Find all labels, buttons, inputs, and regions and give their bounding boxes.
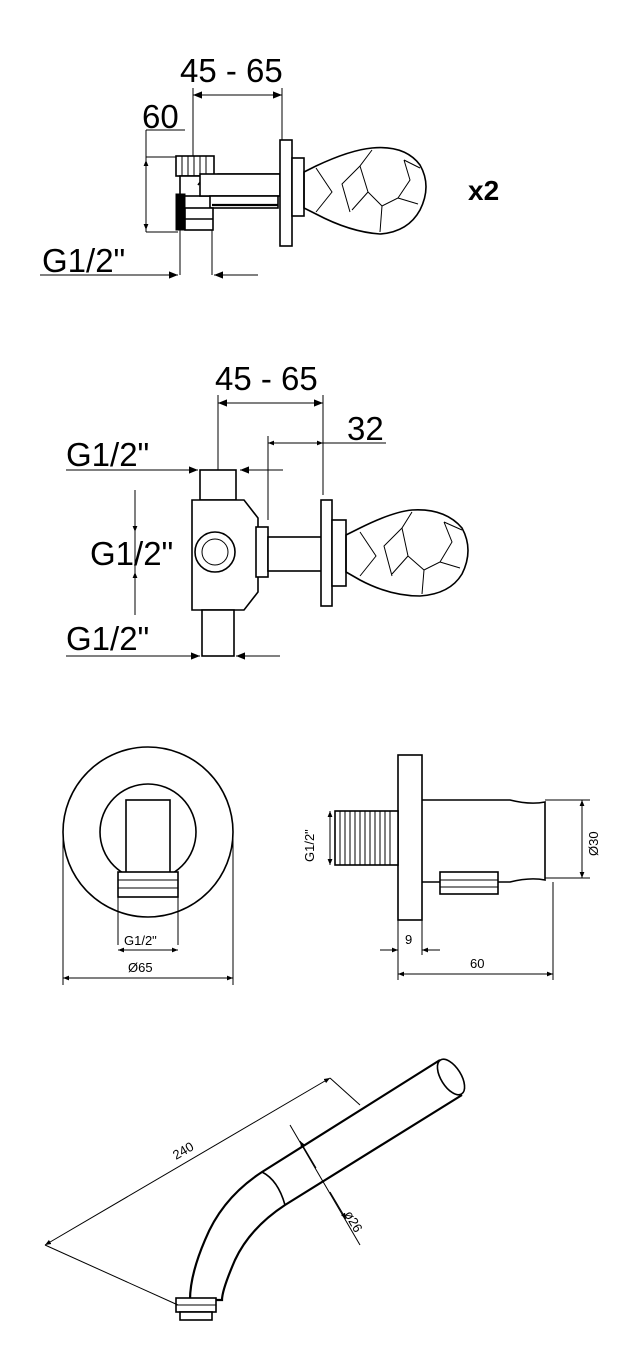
dim-thread-mid-label-b: G1/2": [90, 535, 173, 572]
dim-thread-label-a: G1/2": [42, 242, 125, 279]
dim-thread-label-front: G1/2": [124, 933, 157, 948]
wall-outlet-side-view: G1/2" Ø30 9 60: [302, 754, 601, 980]
wall-outlet-front-view: G1/2" Ø65: [62, 746, 234, 985]
shower-arm-diameter-label: ø26: [341, 1208, 365, 1235]
dim-thread-bottom-label-b: G1/2": [66, 620, 149, 657]
angle-valve-drawing-a: 45 - 65 60 G1/2" x2: [40, 52, 499, 279]
dim-thread-label-side: G1/2": [302, 829, 317, 862]
quantity-label: x2: [468, 175, 499, 206]
dim-depth-label-b: 45 - 65: [215, 360, 318, 397]
dim-offset-label-b: 32: [347, 410, 384, 447]
dim-depth-label-a: 45 - 65: [180, 52, 283, 89]
dim-flange-label-side: 9: [405, 932, 412, 947]
dim-length-label-side: 60: [470, 956, 484, 971]
dim-diameter-label-side: Ø30: [586, 831, 601, 856]
dim-diameter-label-front: Ø65: [128, 960, 153, 975]
dim-thread-top-label-b: G1/2": [66, 436, 149, 473]
dim-offset-label-a: 60: [142, 98, 179, 135]
shower-arm-drawing: 240 ø26: [44, 1058, 466, 1321]
three-way-valve-drawing-b: 45 - 65 32 G1/2" G1/2" G1/2": [66, 360, 469, 660]
